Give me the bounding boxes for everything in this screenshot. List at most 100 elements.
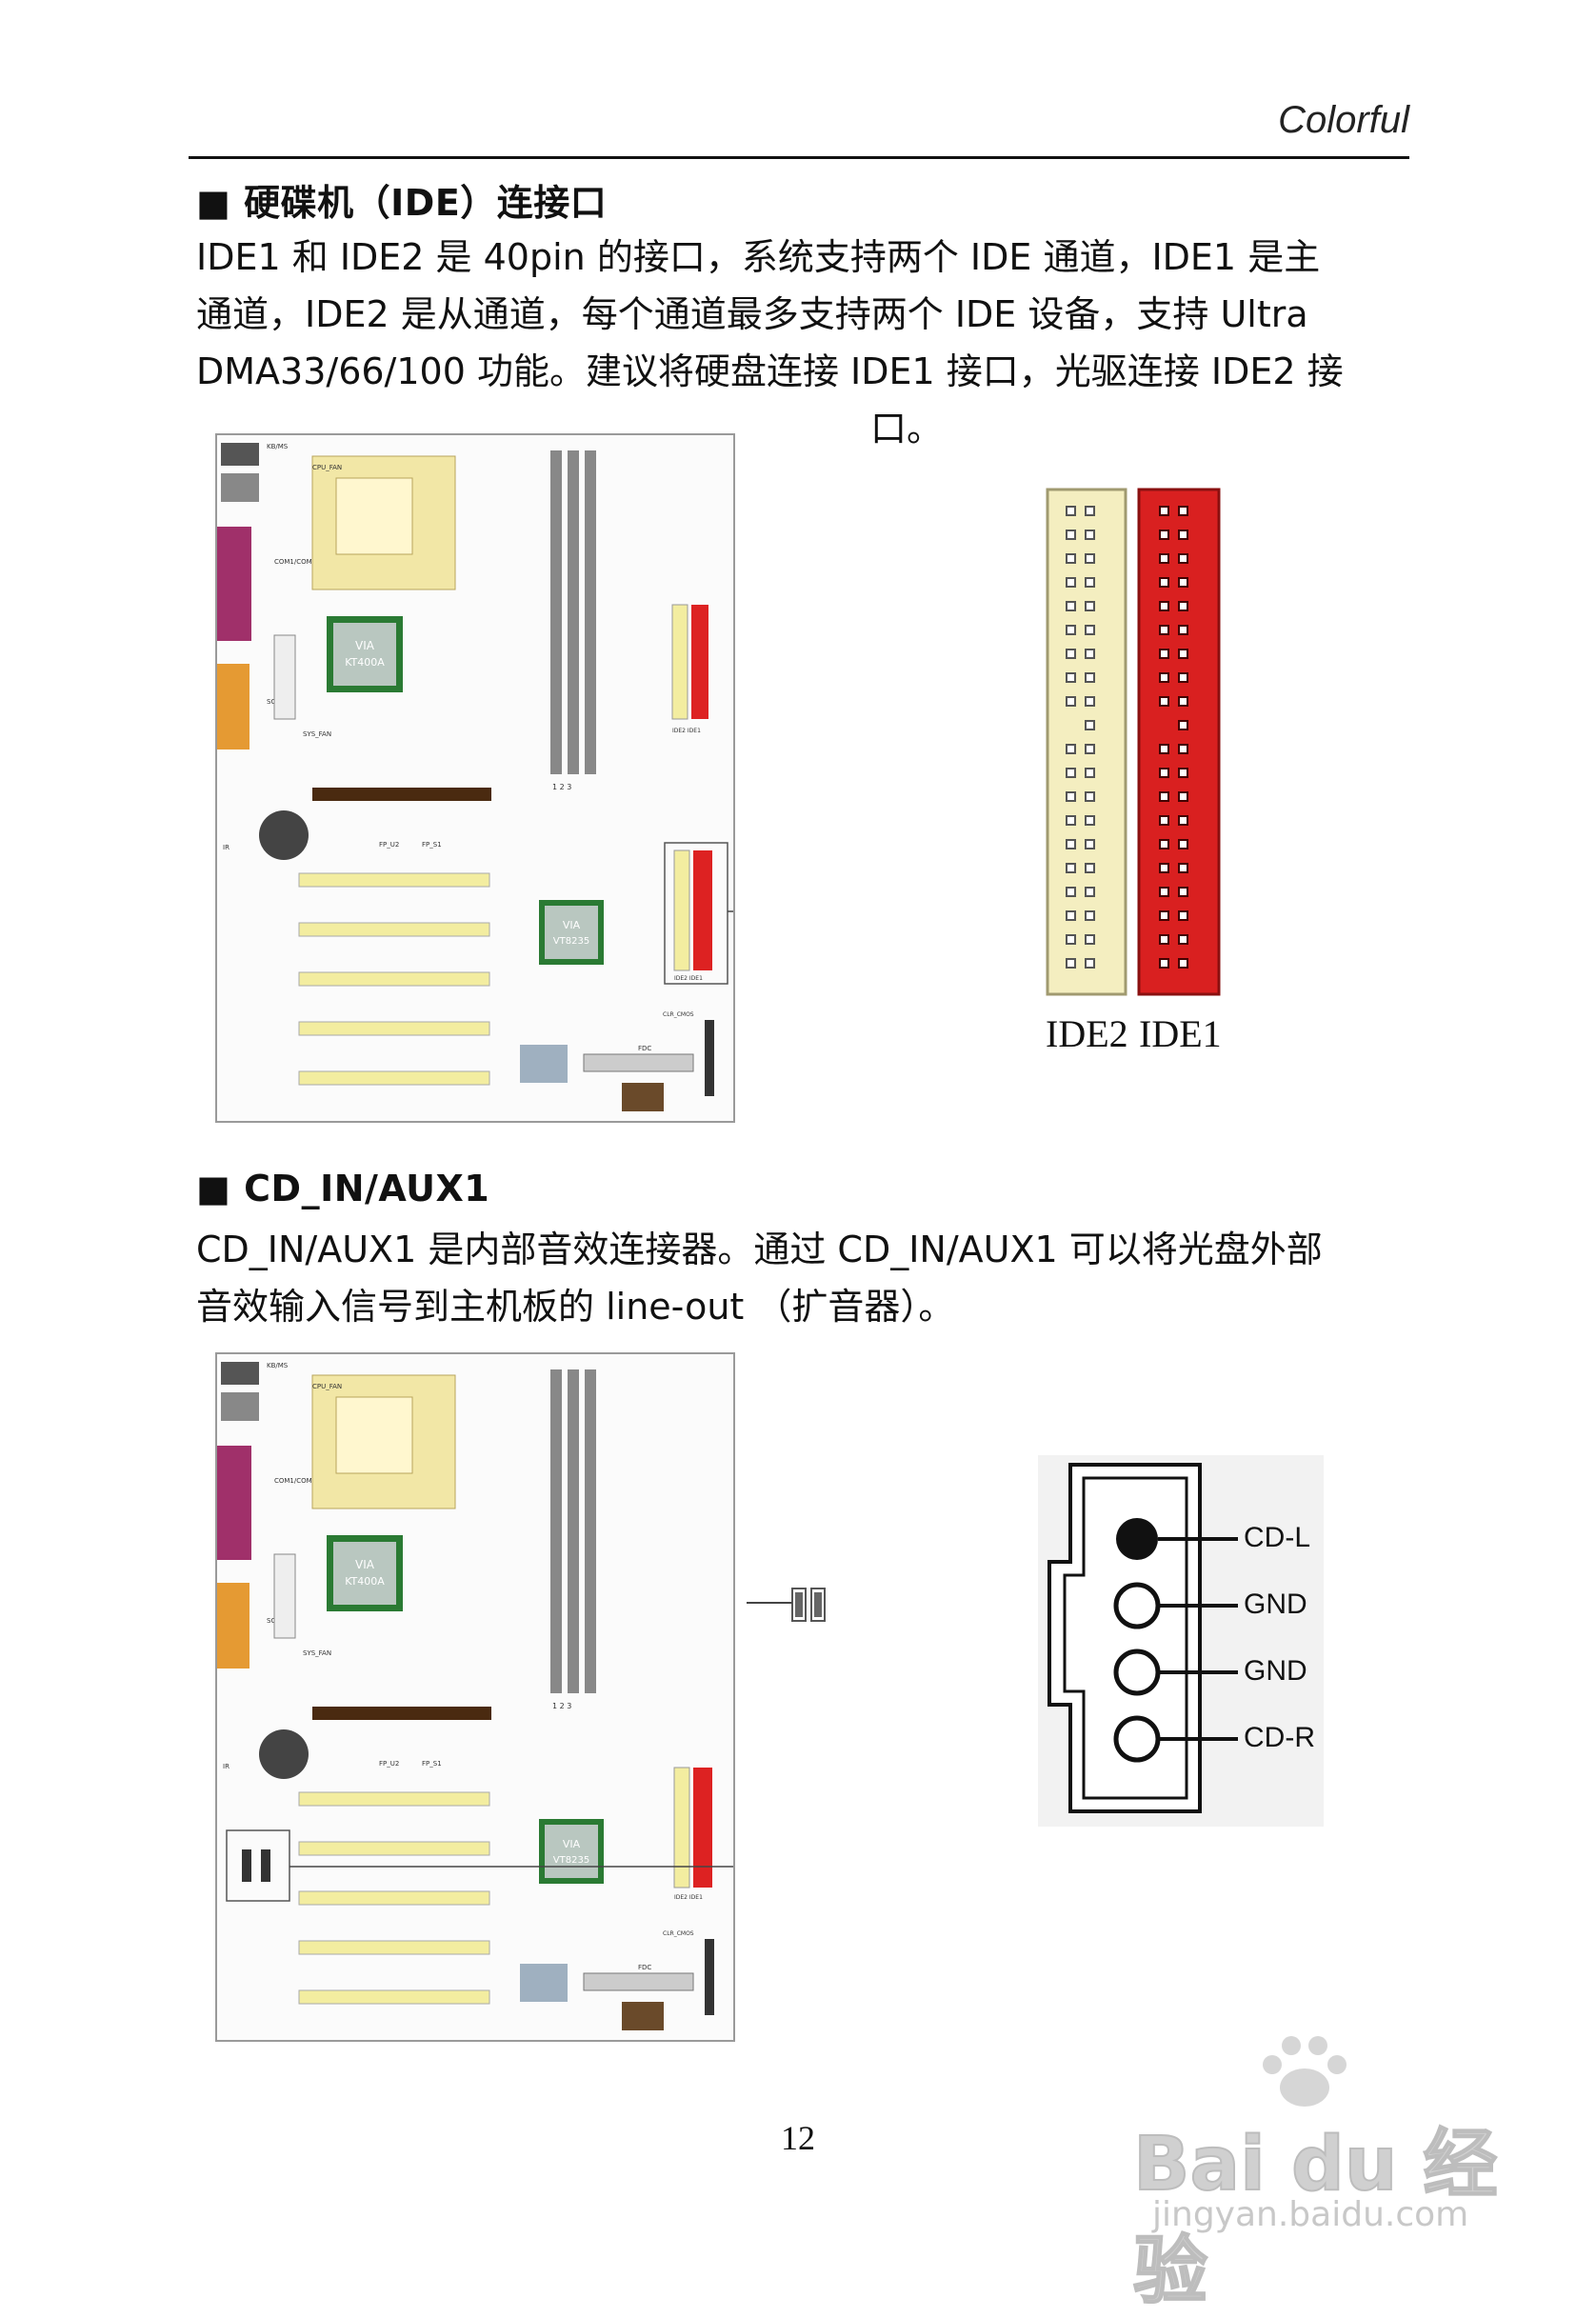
connector-pin xyxy=(1085,720,1095,730)
connector-pin xyxy=(1159,910,1169,921)
connector-pin xyxy=(1066,553,1076,564)
sys-fan-label: SYS_FAN xyxy=(303,730,331,738)
sys-fan-label: SYS_FAN xyxy=(303,1649,331,1657)
connector-pin xyxy=(1085,887,1095,897)
connector-pin xyxy=(1066,506,1076,516)
pin-label-gnd-2: GND xyxy=(1244,1655,1307,1687)
motherboard-ide-svg: KB/MS COM1/COM2 SOUND CPU_FAN VIA KT400A… xyxy=(217,443,788,1111)
connector-pin xyxy=(1178,672,1188,683)
connector-pin xyxy=(1066,934,1076,945)
connector-pin xyxy=(1159,506,1169,516)
connector-pin xyxy=(1178,768,1188,778)
watermark-sub: jingyan.baidu.com xyxy=(1152,2195,1469,2234)
connector-pin xyxy=(1178,601,1188,611)
connector-pin xyxy=(1066,649,1076,659)
connector-pin xyxy=(1159,672,1169,683)
connector-pin xyxy=(1066,815,1076,826)
pin-label-cd-r: CD-R xyxy=(1244,1722,1315,1753)
connector-pin xyxy=(1178,744,1188,754)
connector-pin xyxy=(1178,791,1188,802)
connector-pin xyxy=(1085,672,1095,683)
pin-label-gnd-1: GND xyxy=(1244,1589,1307,1620)
connector-pin xyxy=(1178,815,1188,826)
connector-pin xyxy=(1066,672,1076,683)
connector-pin xyxy=(1178,506,1188,516)
header-rule xyxy=(189,156,1409,159)
connector-pin xyxy=(1159,815,1169,826)
ide-tag-bottom: IDE2 IDE1 xyxy=(674,1894,703,1901)
connector-pin xyxy=(1066,601,1076,611)
connector-pin xyxy=(1066,887,1076,897)
connector-pin xyxy=(1085,625,1095,635)
com-label: COM1/COM2 xyxy=(274,1477,316,1485)
cd-in-connector-small xyxy=(790,1585,828,1625)
connector-pin xyxy=(1178,625,1188,635)
connector-pin xyxy=(1159,530,1169,540)
chip1-line1: VIA xyxy=(355,639,375,652)
connector-pin xyxy=(1085,649,1095,659)
connector-pin xyxy=(1159,625,1169,635)
connector-pin xyxy=(1066,768,1076,778)
connector-pin xyxy=(1085,530,1095,540)
section-heading-ide: ■ 硬碟机（IDE）连接口 xyxy=(196,182,608,224)
clr-cmos-label: CLR_CMOS xyxy=(663,1930,694,1937)
connector-pin xyxy=(1159,696,1169,707)
fp-s1-label: FP_S1 xyxy=(422,841,442,849)
connector-pin xyxy=(1085,863,1095,873)
connector-pin xyxy=(1085,744,1095,754)
chip2-line1: VIA xyxy=(563,1838,581,1850)
connector-pin xyxy=(1159,577,1169,588)
connector-pin xyxy=(1085,506,1095,516)
connector-pin xyxy=(1085,910,1095,921)
paragraph-line: IDE1 和 IDE2 是 40pin 的接口，系统支持两个 IDE 通道，ID… xyxy=(196,236,1321,278)
leader-line-extension xyxy=(747,1602,792,1604)
brand-label: Colorful xyxy=(1278,99,1409,141)
connector-pin xyxy=(1085,696,1095,707)
ide-tag-top: IDE2 IDE1 xyxy=(672,728,701,734)
ide-connectors-svg xyxy=(1046,488,1221,996)
connector-pin xyxy=(1178,910,1188,921)
com-label: COM1/COM2 xyxy=(274,558,316,566)
connector-pin xyxy=(1159,744,1169,754)
ide-tag-bottom: IDE2 IDE1 xyxy=(674,975,703,982)
connector-pin xyxy=(1085,768,1095,778)
connector-pin xyxy=(1066,696,1076,707)
motherboard-diagram-cdin: KB/MS COM1/COM2 SOUND CPU_FAN VIA KT400A… xyxy=(215,1352,788,2042)
connector-pin xyxy=(1085,958,1095,969)
connector-pin xyxy=(1178,696,1188,707)
paragraph-line: 通道，IDE2 是从通道，每个通道最多支持两个 IDE 设备，支持 Ultra xyxy=(196,293,1308,335)
connector-pin xyxy=(1085,934,1095,945)
connector-pin xyxy=(1159,887,1169,897)
ide-connector-zoom xyxy=(1044,476,1225,1009)
ide1-label: IDE1 xyxy=(1139,1012,1222,1055)
connector-pin xyxy=(1178,720,1188,730)
pin-label-cd-l: CD-L xyxy=(1244,1522,1311,1553)
section-heading-cdin: ■ CD_IN/AUX1 xyxy=(196,1168,490,1209)
connector-pin xyxy=(1085,815,1095,826)
chip1-line1: VIA xyxy=(355,1558,375,1571)
connector-pin xyxy=(1066,791,1076,802)
connector-pin xyxy=(1066,577,1076,588)
connector-pin xyxy=(1085,553,1095,564)
connector-pin xyxy=(1178,887,1188,897)
ide-paragraph: IDE1 和 IDE2 是 40pin 的接口，系统支持两个 IDE 通道，ID… xyxy=(196,229,1425,457)
ir-label: IR xyxy=(223,844,229,851)
connector-pin xyxy=(1085,791,1095,802)
motherboard-diagram-ide: KB/MS COM1/COM2 SOUND CPU_FAN VIA KT400A… xyxy=(215,433,788,1123)
connector-pin xyxy=(1085,839,1095,849)
connector-pin xyxy=(1178,934,1188,945)
cd-in-small-svg xyxy=(791,1588,826,1622)
fdc-label: FDC xyxy=(638,1045,651,1052)
paragraph-line: CD_IN/AUX1 是内部音效连接器。通过 CD_IN/AUX1 可以将光盘外… xyxy=(196,1229,1323,1270)
cdin-paragraph: CD_IN/AUX1 是内部音效连接器。通过 CD_IN/AUX1 可以将光盘外… xyxy=(196,1221,1425,1335)
cpu-fan-label: CPU_FAN xyxy=(312,464,342,471)
chip1-line2: KT400A xyxy=(345,656,385,669)
connector-pin xyxy=(1178,577,1188,588)
cd-in-pinout-svg xyxy=(1038,1455,1324,1827)
connector-pin xyxy=(1159,958,1169,969)
fp-u2-label: FP_U2 xyxy=(379,841,399,849)
chip2-line2: VT8235 xyxy=(553,1855,589,1866)
motherboard-cdin-svg: KB/MS COM1/COM2 SOUND CPU_FAN VIA KT400A… xyxy=(217,1362,788,2030)
connector-pin xyxy=(1159,768,1169,778)
connector-pin xyxy=(1159,649,1169,659)
